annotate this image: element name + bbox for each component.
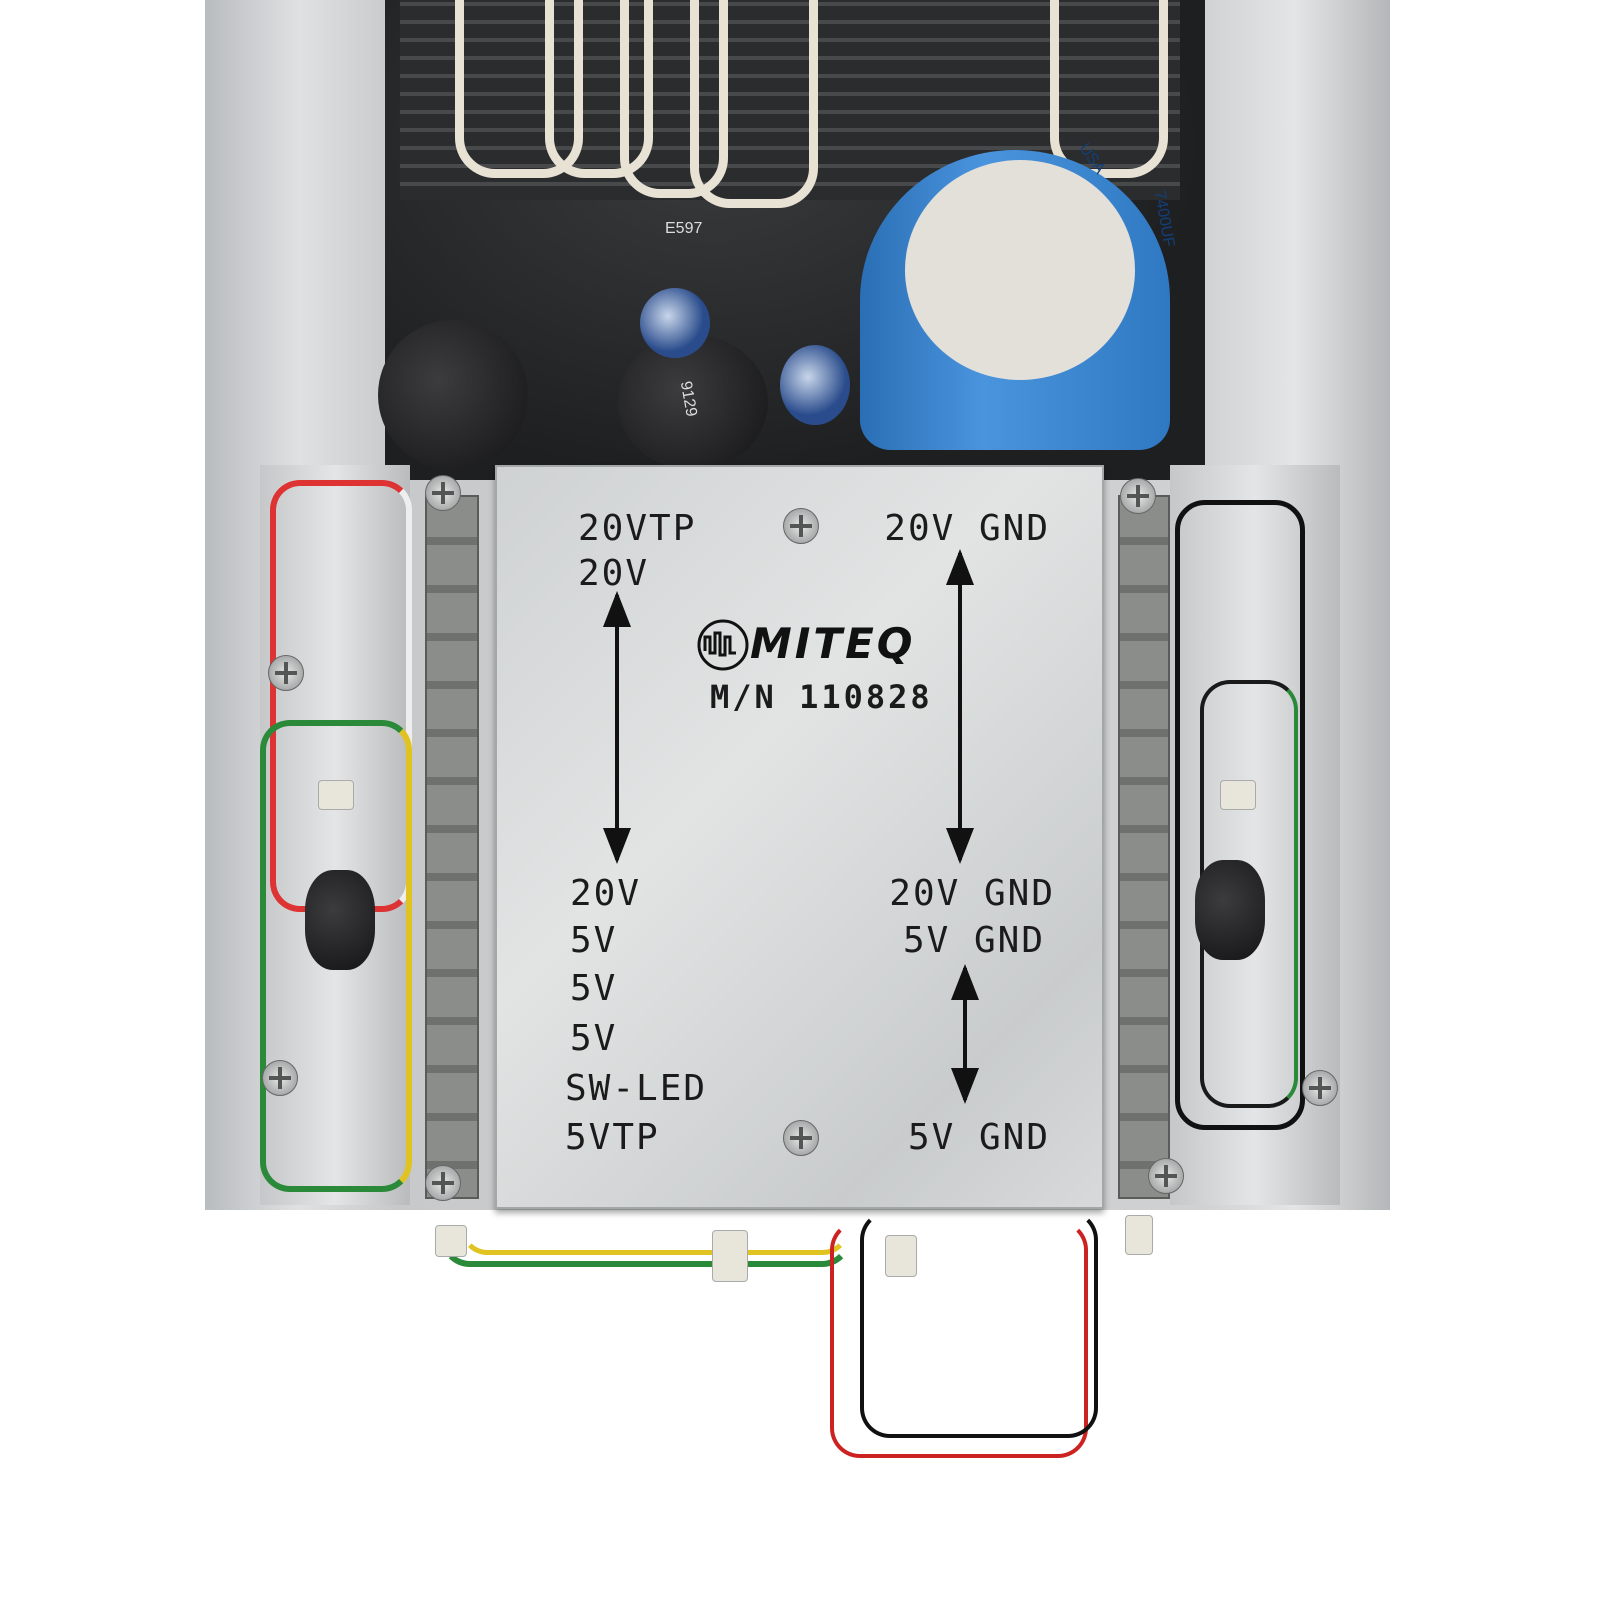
cable-tie [885, 1235, 917, 1277]
screw [425, 475, 461, 511]
toroid [305, 870, 375, 970]
brand-name: MITEQ [750, 619, 916, 668]
small-capacitor [640, 288, 710, 358]
white-wire [1050, 0, 1168, 178]
double-arrow-icon [603, 591, 631, 864]
screw [425, 1165, 461, 1201]
white-wire [690, 0, 818, 208]
miteq-logo-icon [697, 619, 749, 671]
white-wire [620, 0, 728, 198]
label-sw-led: SW-LED [565, 1068, 708, 1109]
red-wire [830, 1220, 1088, 1458]
screw [1120, 478, 1156, 514]
screw [262, 1060, 298, 1096]
cable-tie [318, 780, 354, 810]
right-terminal-strip [1118, 495, 1170, 1199]
model-number: M/N 110828 [710, 678, 933, 716]
label-5v: 5V [570, 1018, 618, 1059]
double-arrow-icon [951, 964, 979, 1104]
label-20v-gnd: 20V GND [889, 873, 1055, 914]
cable-tie [435, 1225, 467, 1257]
label-5v-gnd: 5V GND [902, 920, 1045, 961]
small-capacitor [780, 345, 850, 425]
cable-tie [1125, 1215, 1153, 1255]
label-20v: 20V [570, 873, 642, 914]
black-wire [860, 1210, 1098, 1438]
left-terminal-strip [425, 495, 479, 1199]
toroid [1195, 860, 1265, 960]
label-20v-gnd: 20V GND [884, 508, 1050, 549]
screw [1148, 1158, 1184, 1194]
green-yellow-wires [260, 720, 412, 1192]
label-5v-gnd: 5V GND [907, 1117, 1050, 1158]
capacitor [378, 320, 528, 470]
screw [268, 655, 304, 691]
capacitor-top [905, 160, 1135, 380]
label-5v: 5V [570, 968, 618, 1009]
cover-screw [783, 1120, 819, 1156]
part-ref: E597 [665, 220, 703, 237]
black-wires [1175, 500, 1305, 1130]
cover-plate [495, 465, 1104, 1209]
white-wire [455, 0, 583, 178]
miteq-logo: MITEQ [695, 615, 935, 675]
double-arrow-icon [946, 549, 974, 864]
label-5v: 5V [570, 920, 618, 961]
label-20v: 20V [578, 553, 650, 594]
cable-tie [1220, 780, 1256, 810]
capacitor [618, 335, 768, 470]
label-5vtp: 5VTP [565, 1117, 660, 1158]
white-wire [545, 0, 653, 178]
bottom-wires [440, 1195, 852, 1267]
cable-tie [712, 1230, 748, 1282]
screw [1302, 1070, 1338, 1106]
bottom-wires [460, 1200, 850, 1255]
cover-screw [783, 508, 819, 544]
label-20vtp: 20VTP [578, 508, 697, 549]
